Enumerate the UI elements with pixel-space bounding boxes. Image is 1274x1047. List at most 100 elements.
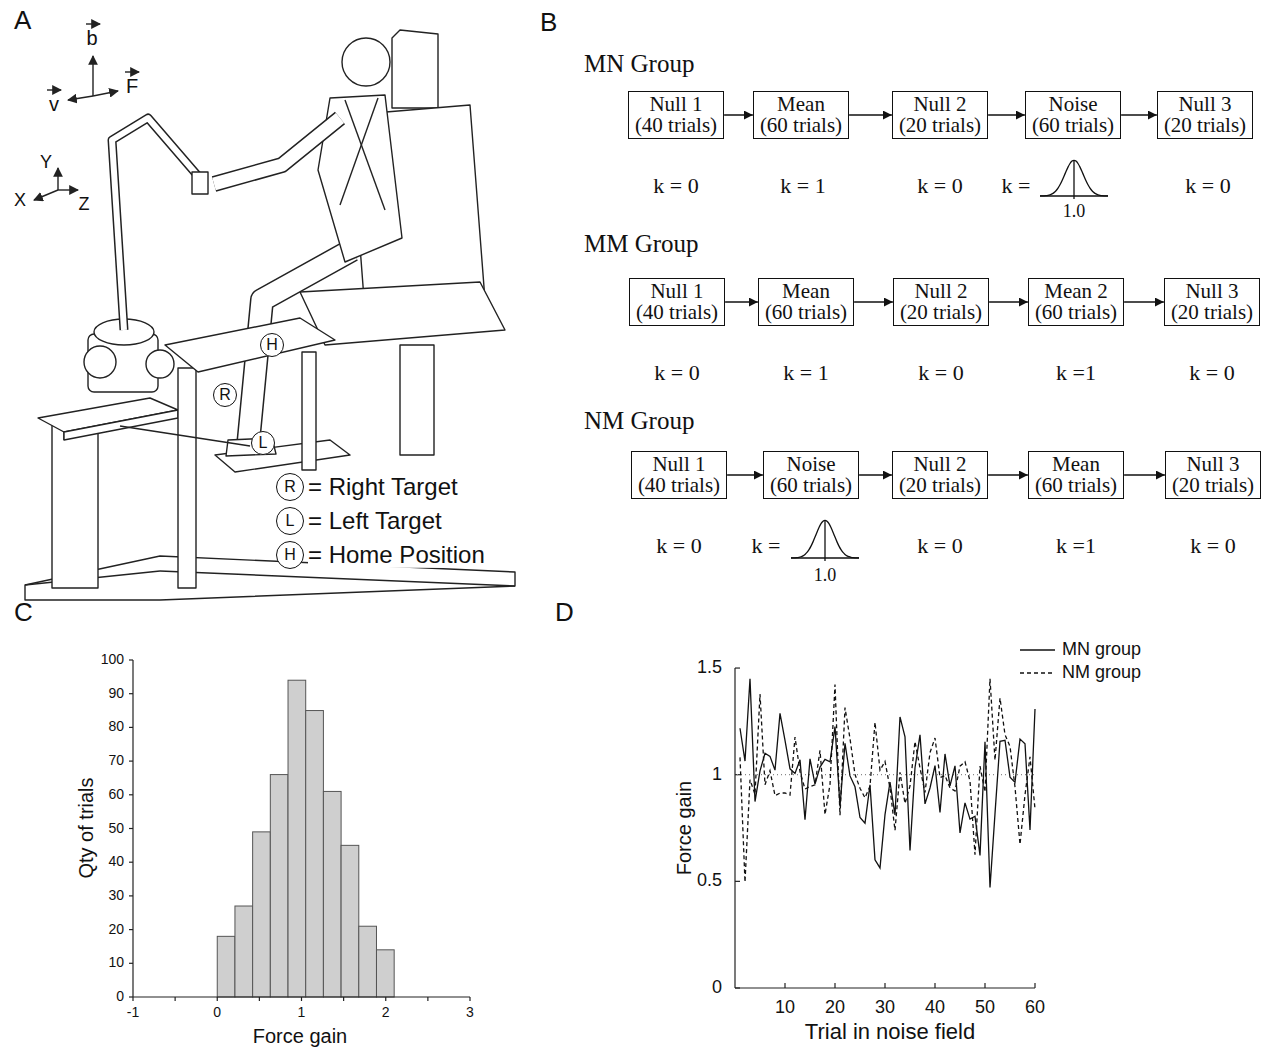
- flow-arrow: [849, 114, 892, 116]
- tick: [259, 997, 260, 1001]
- drawing-circle: [342, 38, 390, 86]
- label-text: MN Group: [584, 50, 694, 78]
- legend-text: NM group: [1062, 663, 1141, 683]
- tick: [784, 983, 785, 988]
- target-letter: R: [284, 479, 296, 495]
- tick: [735, 987, 740, 988]
- target-letter: L: [259, 435, 268, 451]
- legend-line: [1020, 649, 1055, 650]
- drawing-line: [57, 168, 58, 190]
- process-box: Mean (60 trials): [753, 91, 849, 139]
- drawing-rect: [400, 345, 434, 455]
- histogram-bar: [288, 680, 306, 997]
- label-text: 1.5: [697, 658, 722, 678]
- label-text: = Left Target: [308, 508, 442, 534]
- tick: [129, 659, 133, 660]
- label-text: 40: [925, 998, 945, 1018]
- tick: [129, 895, 133, 896]
- label-text: 20: [825, 998, 845, 1018]
- drawing-g: [1040, 160, 1108, 199]
- drawing-line: [160, 571, 515, 586]
- drawing-g: [214, 118, 340, 184]
- mn-series: [740, 679, 1035, 888]
- target-circle: H: [260, 333, 284, 357]
- box-text: Null 2 (20 trials): [900, 281, 982, 323]
- label-text: 1: [712, 765, 722, 785]
- drawing-circle: [84, 346, 116, 378]
- tick: [427, 997, 428, 1001]
- tick: [385, 997, 386, 1001]
- label-text: k = 0: [1190, 534, 1235, 558]
- label-text: MM Group: [584, 230, 699, 258]
- tick: [129, 862, 133, 863]
- legend-line: [1020, 672, 1055, 673]
- drawing-polygon: [392, 30, 438, 108]
- label-text: = Home Position: [308, 542, 485, 568]
- label-text: Force gain: [673, 781, 695, 876]
- legend-text: MN group: [1062, 640, 1141, 660]
- label-text: k = 0: [654, 361, 699, 385]
- tick: [469, 997, 470, 1001]
- label-text: 70: [108, 753, 124, 768]
- process-box: Null 3 (20 trials): [1157, 91, 1253, 139]
- histogram-bar: [359, 926, 377, 997]
- drawing-g: [34, 24, 139, 200]
- histogram-bar: [253, 832, 271, 997]
- label-text: k = 0: [1189, 361, 1234, 385]
- drawing-polyline: [112, 118, 198, 330]
- box-text: Null 1 (40 trials): [636, 281, 718, 323]
- process-box: Mean (60 trials): [1028, 451, 1124, 499]
- tick: [175, 997, 176, 1001]
- target-circle: H: [276, 541, 304, 569]
- label-text: Trial in noise field: [805, 1020, 975, 1044]
- label-text: 2: [382, 1005, 390, 1020]
- flow-arrow: [859, 474, 892, 476]
- process-box: Mean 2 (60 trials): [1028, 278, 1124, 326]
- tick: [217, 997, 218, 1001]
- box-text: Noise (60 trials): [1032, 94, 1114, 136]
- tick: [129, 693, 133, 694]
- flow-arrow: [1124, 301, 1164, 303]
- tick: [735, 667, 740, 668]
- label-text: k = 0: [917, 174, 962, 198]
- label-text: Y: [40, 153, 52, 173]
- drawing-polygon: [300, 282, 505, 345]
- box-text: Null 1 (40 trials): [638, 454, 720, 496]
- flow-arrow: [988, 474, 1028, 476]
- target-letter: R: [219, 387, 231, 403]
- target-circle: L: [276, 507, 304, 535]
- label-text: 30: [875, 998, 895, 1018]
- tick: [129, 760, 133, 761]
- process-box: Null 3 (20 trials): [1164, 278, 1260, 326]
- drawing-polygon: [165, 318, 335, 372]
- drawing-line: [92, 56, 93, 96]
- box-text: Null 2 (20 trials): [899, 454, 981, 496]
- drawing-line: [93, 91, 118, 96]
- tick: [129, 963, 133, 964]
- label-text: 20: [108, 922, 124, 937]
- label-text: k =: [752, 534, 781, 558]
- drawing-polyline: [112, 118, 198, 330]
- drawing-polyline: [214, 118, 340, 184]
- tick: [129, 828, 133, 829]
- flow-arrow: [727, 474, 763, 476]
- label-text: 0: [712, 978, 722, 998]
- label-text: 100: [101, 652, 124, 667]
- histogram-bar: [341, 845, 359, 997]
- histogram-bar: [217, 936, 235, 997]
- label-text: k = 0: [656, 534, 701, 558]
- label-text: 80: [108, 720, 124, 735]
- label-text: b: [86, 27, 97, 49]
- label-text: k = 0: [918, 361, 963, 385]
- box-text: Null 3 (20 trials): [1164, 94, 1246, 136]
- box-text: Mean 2 (60 trials): [1035, 281, 1117, 323]
- reference-line: [737, 774, 1035, 775]
- process-box: Noise (60 trials): [763, 451, 859, 499]
- drawing-g: [735, 668, 1035, 988]
- tick: [884, 983, 885, 988]
- label-text: 1.0: [814, 566, 837, 586]
- label-text: v: [49, 93, 59, 115]
